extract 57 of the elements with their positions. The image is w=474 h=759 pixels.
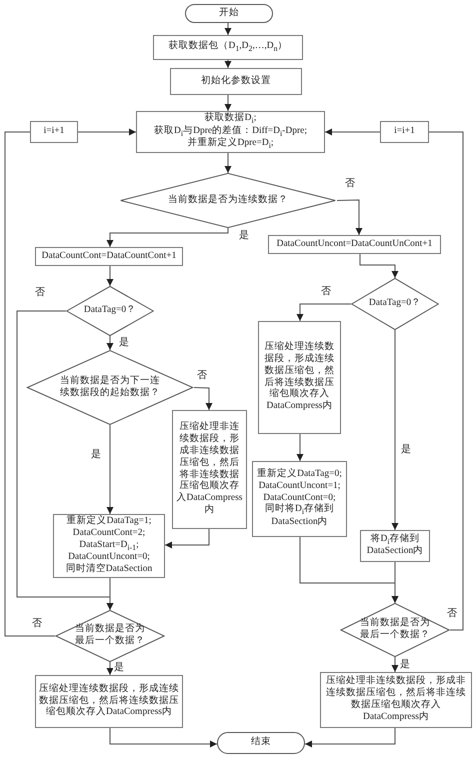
arrow [106, 228, 228, 248]
process-box: 压缩处理连续数据段，形成连续数据压缩包，然后将连续数据压缩包顺次存入DataCompress内 [35, 675, 183, 728]
arrow [224, 60, 232, 68]
edge-label: 是 [118, 337, 130, 349]
process-box: 压缩处理非连续数据段，形成非连续数据压缩包，然后将非连续数据压缩包顺次存入DataCompress内 [172, 410, 247, 529]
arrow [224, 152, 232, 174]
arrow [110, 728, 218, 748]
arrow [106, 266, 114, 286]
arrow [164, 528, 210, 548]
edge-label: 是 [90, 449, 102, 461]
edge-label: 否 [34, 287, 46, 299]
arrow [106, 424, 114, 514]
arrow [360, 254, 398, 278]
edge-label: 否 [446, 608, 458, 620]
process-box: i=i+1 [30, 121, 78, 143]
process-box: 获取数据D$_{i}$; 获取D$_{i}$与Dpre的差值：Diff=D$_{i}$-Dpre; 并重新定义Dpre=D$_{i}$; [136, 111, 325, 153]
process-box: 压缩处理非连续数据段，形成非连续数据压缩包，然后将非连续数据压缩包顺次存入DataCompress内 [320, 672, 472, 728]
process-box: 重新定义DataTag=1; DataCountCont=2; DataStart=D$_{i-1}$; DataCountUncont=0; 同时清空DataSection [53, 514, 165, 578]
arrow [224, 94, 232, 112]
arrow [106, 336, 114, 350]
process-box: DataCountCont=DataCountCont+1 [35, 247, 183, 266]
decision-diamond: DataTag=0？ [66, 286, 154, 336]
edge-label: 否 [196, 370, 208, 382]
process-box: i=i+1 [380, 121, 429, 143]
process-box: 重新定义DataTag=0; DataCountUncont=1; DataCountCont=0; 同时将D$_{i}$存储到DataSection内 [252, 461, 347, 537]
arrow [304, 728, 396, 748]
terminal-box: 开始 [185, 4, 273, 23]
arrow [392, 330, 398, 530]
arrow [106, 578, 114, 610]
arrow [296, 434, 304, 462]
arrow [78, 128, 136, 136]
edge-label: 否 [344, 178, 356, 190]
connector-line [4, 132, 56, 636]
arrow [224, 22, 232, 36]
decision-diamond: 当前数据是否为连续数据？ [119, 173, 337, 228]
arrow [392, 562, 398, 604]
process-box: 压缩处理连续数据段，形成连续数据压缩包，然后将连续数据压缩包顺次存入DataCompress内 [258, 321, 341, 434]
process-box: 获取数据包（D$_{1}$,D$_{2}$,…,D$_{n}$） [153, 35, 303, 60]
decision-diamond: 当前数据是否为最后一个数据？ [55, 610, 165, 662]
process-box: 初始化参数设置 [170, 68, 302, 95]
connector-line [428, 132, 464, 630]
edge-label: 是 [238, 230, 250, 242]
edge-label: 是 [399, 659, 411, 671]
edge-label: 是 [400, 444, 412, 456]
edge-label: 否 [31, 618, 43, 630]
edge-label: 是 [113, 662, 125, 674]
process-box: 将D$_{i}$存储到DataSection内 [360, 530, 430, 562]
arrow [336, 199, 362, 236]
arrow [392, 656, 398, 672]
edge-label: 否 [320, 286, 332, 298]
terminal-box: 结束 [217, 732, 305, 754]
arrow [296, 304, 352, 322]
arrow [106, 662, 114, 676]
process-box: DataCountUncont=DataCountUnCont+1 [268, 235, 441, 254]
decision-diamond: DataTag=0？ [351, 278, 439, 330]
arrow [324, 128, 380, 136]
arrow [194, 387, 212, 410]
